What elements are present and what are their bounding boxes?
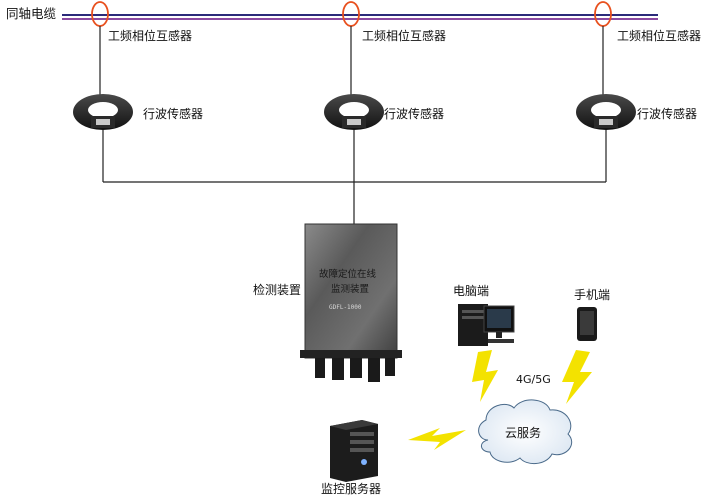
lightning-bolt-phone <box>562 350 592 404</box>
coaxial-cable <box>62 14 658 20</box>
ct-sensor-label-3: 工频相位互感器 <box>617 29 702 43</box>
network-label: 4G/5G <box>516 373 551 386</box>
pc-label: 电脑端 <box>453 284 490 298</box>
detector-panel-line1: 故障定位在线 <box>319 269 377 280</box>
pc-icon <box>458 304 515 346</box>
traveling-wave-sensor-label-1: 行波传感器 <box>143 107 204 121</box>
traveling-wave-sensor-3 <box>576 94 636 130</box>
traveling-wave-sensor-label-2: 行波传感器 <box>384 107 445 121</box>
lightning-bolt-server <box>408 428 466 450</box>
traveling-wave-sensor-label-3: 行波传感器 <box>637 107 698 121</box>
phone-label: 手机端 <box>574 288 611 302</box>
detector-model: GDFL-1000 <box>329 304 362 311</box>
sensor-wires <box>99 26 607 225</box>
server-icon <box>330 420 378 482</box>
cable-label: 同轴电缆 <box>6 6 57 21</box>
detector-panel-line2: 监测装置 <box>331 284 370 295</box>
ct-sensor-label-1: 工频相位互感器 <box>108 29 193 43</box>
traveling-wave-sensor-1 <box>73 94 133 130</box>
lightning-bolt-pc <box>472 350 498 402</box>
server-label: 监控服务器 <box>321 482 382 496</box>
phone-icon <box>577 307 597 341</box>
detector-label: 检测装置 <box>253 283 302 297</box>
detector-device <box>300 223 402 382</box>
traveling-wave-sensor-2 <box>324 94 384 130</box>
cloud-icon <box>478 399 573 464</box>
cloud-label: 云服务 <box>505 426 542 440</box>
ct-sensor-label-2: 工频相位互感器 <box>362 29 447 43</box>
